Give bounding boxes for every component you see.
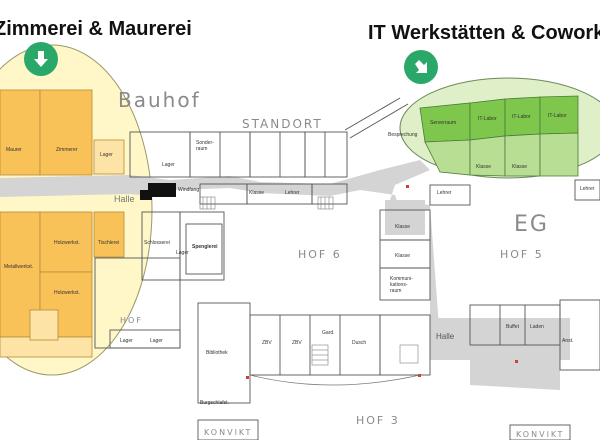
room-lehrer-2: Lehrer: [437, 190, 452, 196]
building-walls: [94, 97, 600, 440]
room-klasse-4: Klasse: [476, 164, 492, 170]
room-kommunikationsraum: Kommuni- kations- raum: [390, 276, 413, 294]
room-besprechung: Besprechung: [388, 132, 418, 138]
zimmerei-rooms: [0, 89, 125, 358]
room-klasse-1: Klasse: [249, 190, 265, 196]
area-eg: EG: [514, 212, 549, 237]
room-buffet: Buffet: [506, 324, 519, 330]
area-hof6: HOF 6: [298, 248, 342, 261]
area-konvikt-right: KONVIKT: [516, 430, 565, 439]
room-zbv-2: ZBV: [292, 340, 302, 346]
room-lehrer-1: Lehrer: [285, 190, 300, 196]
stairs: [199, 196, 419, 366]
room-klasse-5: Klasse: [512, 164, 528, 170]
hof3-boundary: [249, 374, 421, 386]
room-holzwerkstatt: Holzwerkst.: [54, 240, 80, 246]
left-area-title: Zimmerei & Maurerei: [0, 18, 192, 40]
room-dusch: Dusch: [352, 340, 367, 346]
area-standort: STANDORT: [242, 117, 323, 131]
it-rooms: [419, 95, 579, 177]
room-lehrer-3: Lehrer: [580, 186, 595, 192]
area-hof3: HOF 3: [356, 414, 400, 427]
room-sonder: Sonder- raum: [196, 140, 214, 152]
room-garde: Gard.: [322, 330, 335, 336]
room-it-labor-2: IT-Labor: [512, 114, 531, 120]
room-it-labor-1: IT-Labor: [478, 116, 497, 122]
area-bauhof: Bauhof: [118, 88, 201, 112]
room-lager-1: Lager: [100, 152, 113, 158]
fire-markers: [246, 185, 518, 379]
room-anst: Anst.: [562, 338, 574, 344]
arrow-down-right-icon: [404, 50, 438, 84]
arrow-down-icon: [24, 42, 58, 76]
room-lager-5: Lager: [150, 338, 163, 344]
room-burgschule: Burgschlafst.: [200, 400, 229, 406]
room-lager-2: Lager: [162, 162, 175, 168]
windfang-block: [148, 183, 176, 197]
room-schlosserei: Schlosserei: [144, 240, 170, 246]
room-serverraum: Serverraum: [430, 120, 457, 126]
area-konvikt-left: KONVIKT: [204, 428, 253, 437]
room-windfang: Windfang: [178, 187, 200, 193]
room-tischlerei: Tischlerei: [98, 240, 120, 246]
room-klasse-2: Klasse: [395, 224, 411, 230]
area-hof5: HOF 5: [500, 248, 544, 261]
room-halle-left: Halle: [114, 194, 135, 204]
room-bibliothek: Bibliothek: [206, 350, 228, 356]
room-zbv-1: ZBV: [262, 340, 272, 346]
room-spenglerei: Spenglerei: [192, 244, 218, 250]
area-hof: HOF: [120, 316, 143, 325]
room-klasse-3: Klasse: [395, 253, 411, 259]
room-lager-3: Lager: [176, 250, 189, 256]
room-maurer: Maurer: [6, 147, 22, 153]
room-laden: Laden: [530, 324, 544, 330]
room-zimmerer: Zimmerer: [56, 147, 78, 153]
room-lager-4: Lager: [120, 338, 133, 344]
room-it-labor-3: IT-Labor: [548, 113, 567, 119]
room-halle-right: Halle: [436, 332, 455, 341]
room-holzwerkstatt-2: Holzwerkst.: [54, 290, 80, 296]
right-area-title: IT Werkstätten & Cowork: [368, 22, 600, 44]
room-metallwerkstatt: Metallwerkst.: [4, 264, 34, 270]
